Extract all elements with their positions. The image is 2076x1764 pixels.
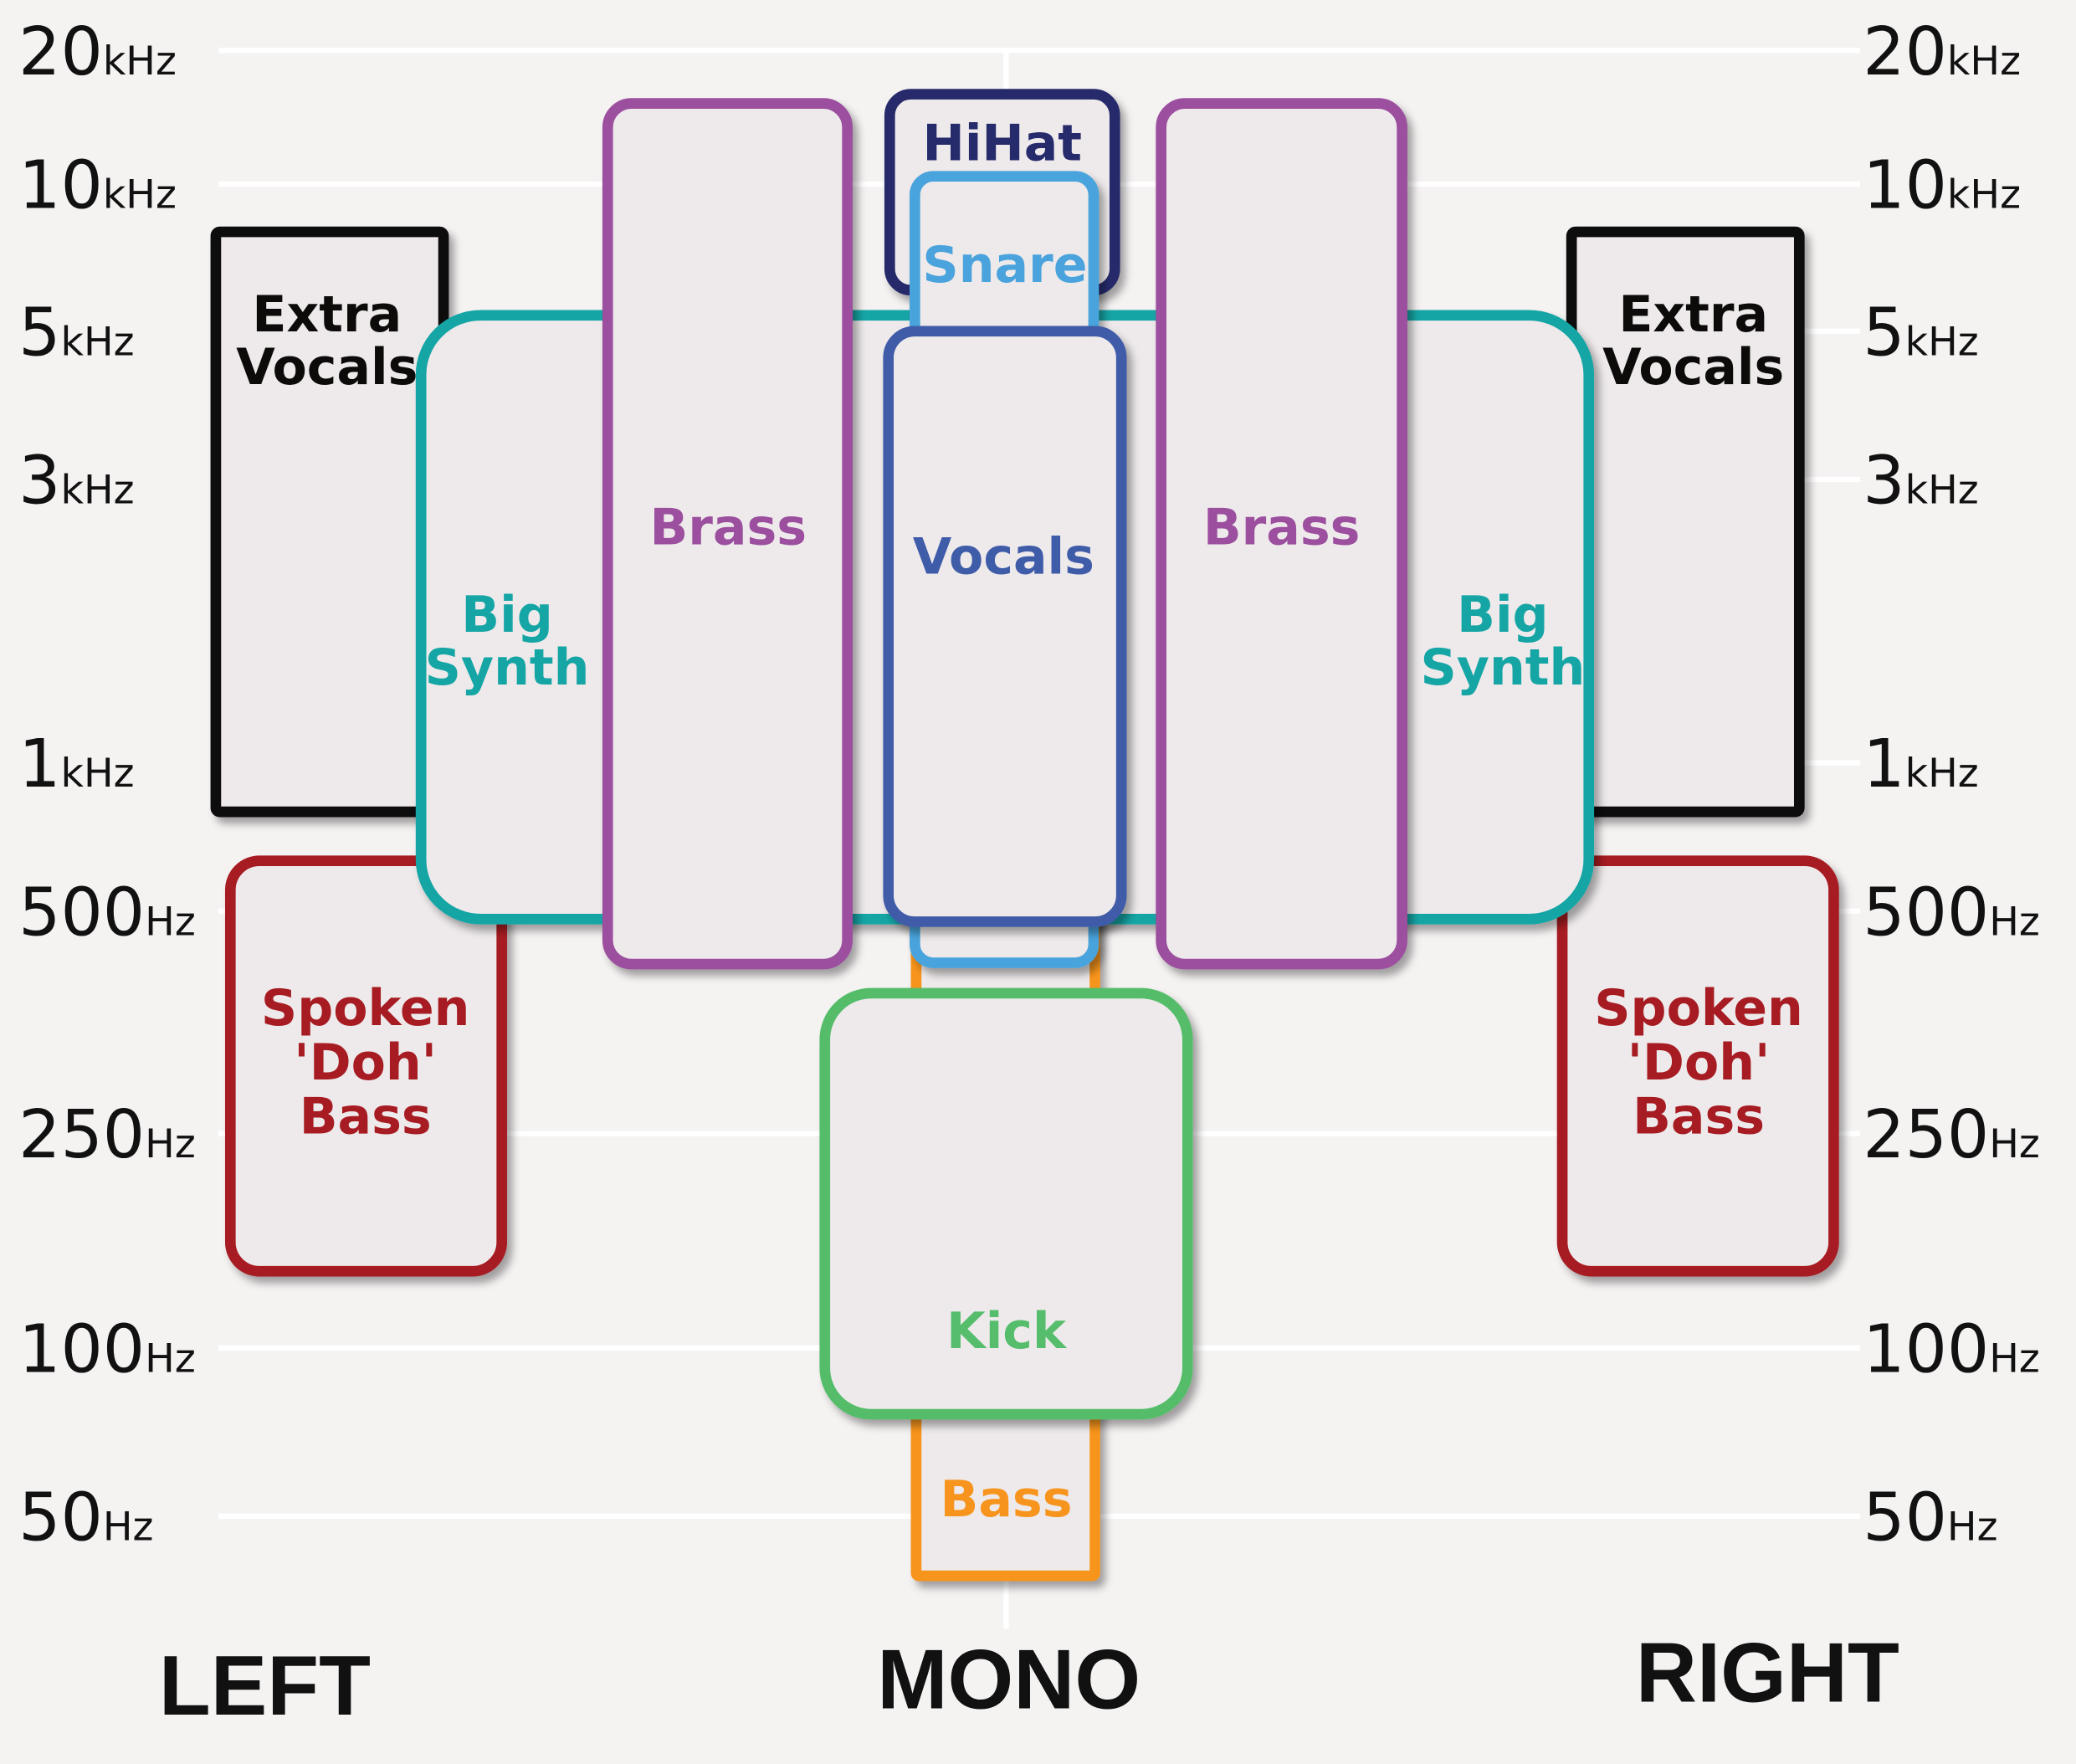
axis-tick-label: 3kHz [18, 442, 134, 519]
channel-right-label: RIGHT [1636, 1625, 1899, 1720]
snare-label: Snare [922, 236, 1087, 295]
vocals-label: Vocals [913, 527, 1094, 586]
spoken-doh-bass-left-box [224, 855, 508, 1277]
axis-tick-label: 100Hz [18, 1310, 196, 1387]
axis-tick-label: 10kHz [1863, 147, 2021, 224]
spoken-doh-bass-left-label: Spoken'Doh'Bass [261, 979, 470, 1146]
spoken-doh-bass-right-label: Spoken'Doh'Bass [1594, 979, 1803, 1146]
axis-tick-label: 3kHz [1863, 442, 1978, 519]
channel-left-label: LEFT [159, 1638, 371, 1733]
brass-right-label: Brass [1203, 499, 1361, 557]
axis-tick-label: 250Hz [1863, 1096, 2040, 1173]
brass-right-box [1156, 98, 1407, 970]
channel-mono-label: MONO [877, 1632, 1141, 1726]
axis-tick-label: 100Hz [1863, 1310, 2040, 1387]
axis-tick-label: 50Hz [18, 1479, 153, 1556]
kick-box [819, 987, 1193, 1420]
axis-tick-label: 5kHz [18, 294, 134, 371]
axis-tick-label: 250Hz [18, 1096, 196, 1173]
brass-left-box [602, 98, 853, 970]
brass-left-label: Brass [649, 499, 807, 557]
axis-tick-label: 500Hz [1863, 874, 2040, 951]
axis-tick-label: 500Hz [18, 874, 196, 951]
axis-tick-label: 5kHz [1863, 294, 1978, 371]
frequency-axis-right: 20kHz 10kHz 5kHz 3kHz 1kHz 500Hz 250Hz 100Hz 50H… [1863, 13, 2040, 1556]
frequency-axis-left: 20kHz 10kHz 5kHz 3kHz 1kHz 500Hz 250Hz 100Hz 50H… [18, 13, 196, 1556]
spoken-doh-bass-right-box [1556, 855, 1839, 1277]
axis-tick-label: 1kHz [18, 726, 134, 803]
axis-tick-label: 1kHz [1863, 726, 1978, 803]
hihat-label: HiHat [923, 115, 1083, 173]
axis-tick-label: 20kHz [18, 13, 177, 90]
axis-tick-label: 20kHz [1863, 13, 2021, 90]
bass-label: Bass [941, 1470, 1073, 1529]
axis-tick-label: 10kHz [18, 147, 177, 224]
vocals-box [883, 326, 1127, 927]
axis-tick-label: 50Hz [1863, 1479, 1997, 1556]
kick-label: Kick [946, 1302, 1068, 1361]
